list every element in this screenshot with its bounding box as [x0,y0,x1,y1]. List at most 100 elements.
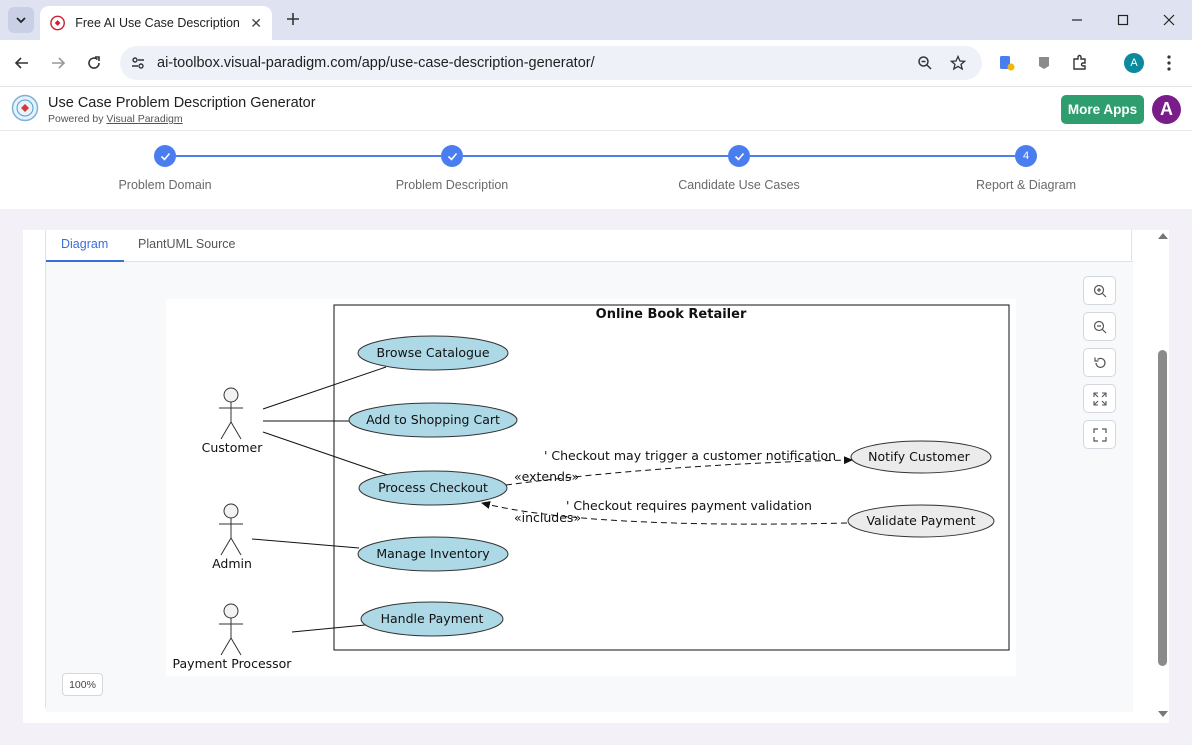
diagram-canvas[interactable]: Online Book Retailer Customer Admin [46,262,1133,712]
use-case-handle-payment-label: Handle Payment [381,611,484,626]
extension-puzzle-gray-icon[interactable] [1033,52,1055,74]
site-settings-icon[interactable] [129,54,147,72]
association-admin-inventory [251,538,360,549]
extensions-icon[interactable] [1069,52,1091,74]
address-bar[interactable]: ai-toolbox.visual-paradigm.com/app/use-c… [120,46,982,80]
tab-plantuml-source[interactable]: PlantUML Source [138,237,236,251]
result-panel: Diagram PlantUML Source Online Book [23,230,1169,723]
use-case-add-to-cart[interactable] [348,402,518,438]
zoom-out-button[interactable] [1083,312,1116,341]
user-avatar[interactable]: A [1152,95,1181,124]
arrow-right-icon [52,57,66,69]
scroll-down-arrow-icon[interactable] [1158,711,1168,717]
check-icon [160,152,170,161]
back-button[interactable] [10,51,34,75]
step-connector [750,155,1015,157]
actor-admin[interactable] [219,503,243,556]
url-text: ai-toolbox.visual-paradigm.com/app/use-c… [157,55,595,71]
fullscreen-icon [1092,427,1107,442]
powered-by-prefix: Powered by [48,113,104,125]
actor-customer[interactable] [219,387,243,440]
use-case-validate-payment[interactable] [847,504,995,538]
system-boundary [333,304,1010,651]
fullscreen-button[interactable] [1083,420,1116,449]
maximize-icon [1117,14,1129,26]
active-tab-indicator [46,260,124,262]
forward-button[interactable] [46,51,70,75]
visual-paradigm-link[interactable]: Visual Paradigm [106,113,183,125]
app-title: Use Case Problem Description Generator [48,95,316,111]
translate-extension-icon[interactable] [996,52,1018,74]
step-1-dot[interactable] [154,145,176,167]
tab-title: Free AI Use Case Description Generator [75,16,244,30]
browser-toolbar: ai-toolbox.visual-paradigm.com/app/use-c… [0,40,1192,86]
association-customer-checkout [262,431,389,476]
actor-payment-processor[interactable] [219,603,243,656]
browser-profile-avatar[interactable]: A [1124,53,1144,73]
use-case-browse-catalogue-label: Browse Catalogue [376,345,489,360]
use-case-process-checkout[interactable] [358,470,508,506]
reset-view-button[interactable] [1083,348,1116,377]
step-1-label: Problem Domain [118,178,212,192]
close-icon [1163,14,1175,26]
tab-search-dropdown[interactable] [8,7,34,33]
step-connector [176,155,441,157]
fit-to-screen-button[interactable] [1083,384,1116,413]
use-case-process-checkout-label: Process Checkout [378,480,488,495]
plus-icon [287,13,299,25]
zoom-in-icon [1093,284,1106,297]
scroll-up-arrow-icon[interactable] [1158,233,1168,239]
arrow-left-icon [14,57,28,69]
includes-label: «includes» [514,510,581,525]
reload-button[interactable] [82,51,106,75]
zoom-level-indicator: 100% [62,673,103,696]
step-3-label: Candidate Use Cases [678,178,800,192]
diagram-card: Diagram PlantUML Source Online Book [45,230,1133,712]
actor-admin-label: Admin [212,556,252,571]
use-case-validate-payment-label: Validate Payment [866,513,975,528]
step-3-dot[interactable] [728,145,750,167]
bookmark-star-icon[interactable] [949,54,967,72]
more-apps-button[interactable]: More Apps [1061,95,1144,124]
step-2-dot[interactable] [441,145,463,167]
scroll-thumb[interactable] [1158,350,1167,666]
use-case-browse-catalogue[interactable] [357,335,509,371]
tab-diagram[interactable]: Diagram [61,237,109,251]
use-case-notify-customer-label: Notify Customer [868,449,971,464]
powered-by: Powered by Visual Paradigm [48,113,183,125]
step-4-dot[interactable]: 4 [1015,145,1037,167]
app-header: Use Case Problem Description Generator P… [0,86,1192,131]
minimize-window-button[interactable] [1065,8,1089,32]
new-tab-button[interactable] [282,8,304,30]
actor-payment-processor-label: Payment Processor [173,656,293,671]
close-window-button[interactable] [1157,8,1181,32]
zoom-in-button[interactable] [1083,276,1116,305]
browser-tab-active[interactable]: Free AI Use Case Description Generator ✕ [40,6,272,40]
panel-tabs: Diagram PlantUML Source [46,230,1133,262]
includes-relation [481,501,848,525]
maximize-window-button[interactable] [1111,8,1135,32]
zoom-lens-icon[interactable] [916,54,934,72]
fit-screen-icon [1092,391,1107,406]
use-case-add-to-cart-label: Add to Shopping Cart [366,412,500,427]
extends-label: «extends» [514,469,579,484]
step-4-label: Report & Diagram [975,178,1077,192]
visual-paradigm-favicon-icon [50,15,65,31]
close-tab-icon[interactable]: ✕ [250,14,262,31]
extends-note: ' Checkout may trigger a customer notifi… [544,448,836,463]
minimize-icon [1072,19,1082,21]
vertical-scrollbar[interactable] [1155,230,1169,723]
use-case-diagram: Online Book Retailer Customer Admin [166,299,1016,676]
browser-tab-strip: Free AI Use Case Description Generator ✕ [0,0,1192,40]
check-icon [734,152,744,161]
progress-stepper: 4 Problem Domain Problem Description Can… [0,131,1192,209]
browser-menu-icon[interactable] [1158,52,1180,74]
association-lines [251,366,389,633]
check-icon [447,152,457,161]
use-case-manage-inventory[interactable] [357,536,509,572]
association-customer-browse [262,366,387,410]
use-case-handle-payment[interactable] [360,601,504,637]
reload-icon [88,56,100,69]
includes-note: ' Checkout requires payment validation [566,498,812,513]
association-processor-payment [291,624,366,633]
